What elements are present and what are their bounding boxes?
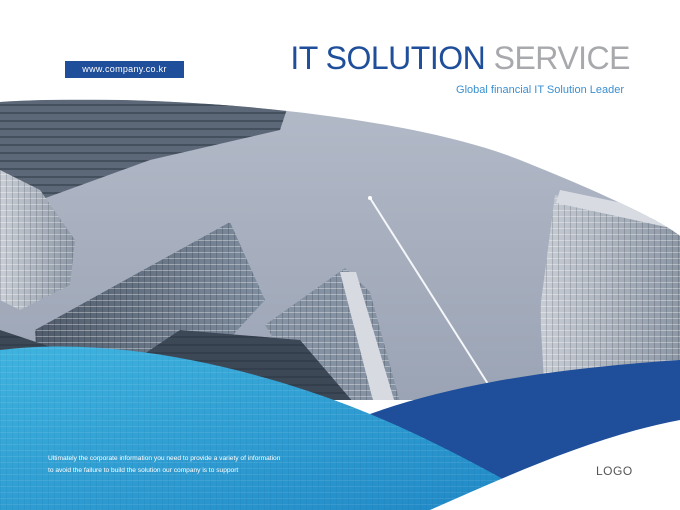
website-url-badge[interactable]: www.company.co.kr <box>65 61 184 78</box>
title-primary: IT SOLUTION <box>290 40 486 76</box>
company-logo: LOGO <box>596 464 633 478</box>
white-swoosh <box>430 420 680 510</box>
page-subtitle: Global financial IT Solution Leader <box>456 84 624 96</box>
description-line: to avoid the failure to build the soluti… <box>48 467 239 474</box>
title-secondary: SERVICE <box>493 40 631 76</box>
page-title: IT SOLUTION SERVICE <box>290 38 630 78</box>
description-line: Ultimately the corporate information you… <box>48 455 281 462</box>
description: Ultimately the corporate information you… <box>48 453 348 477</box>
